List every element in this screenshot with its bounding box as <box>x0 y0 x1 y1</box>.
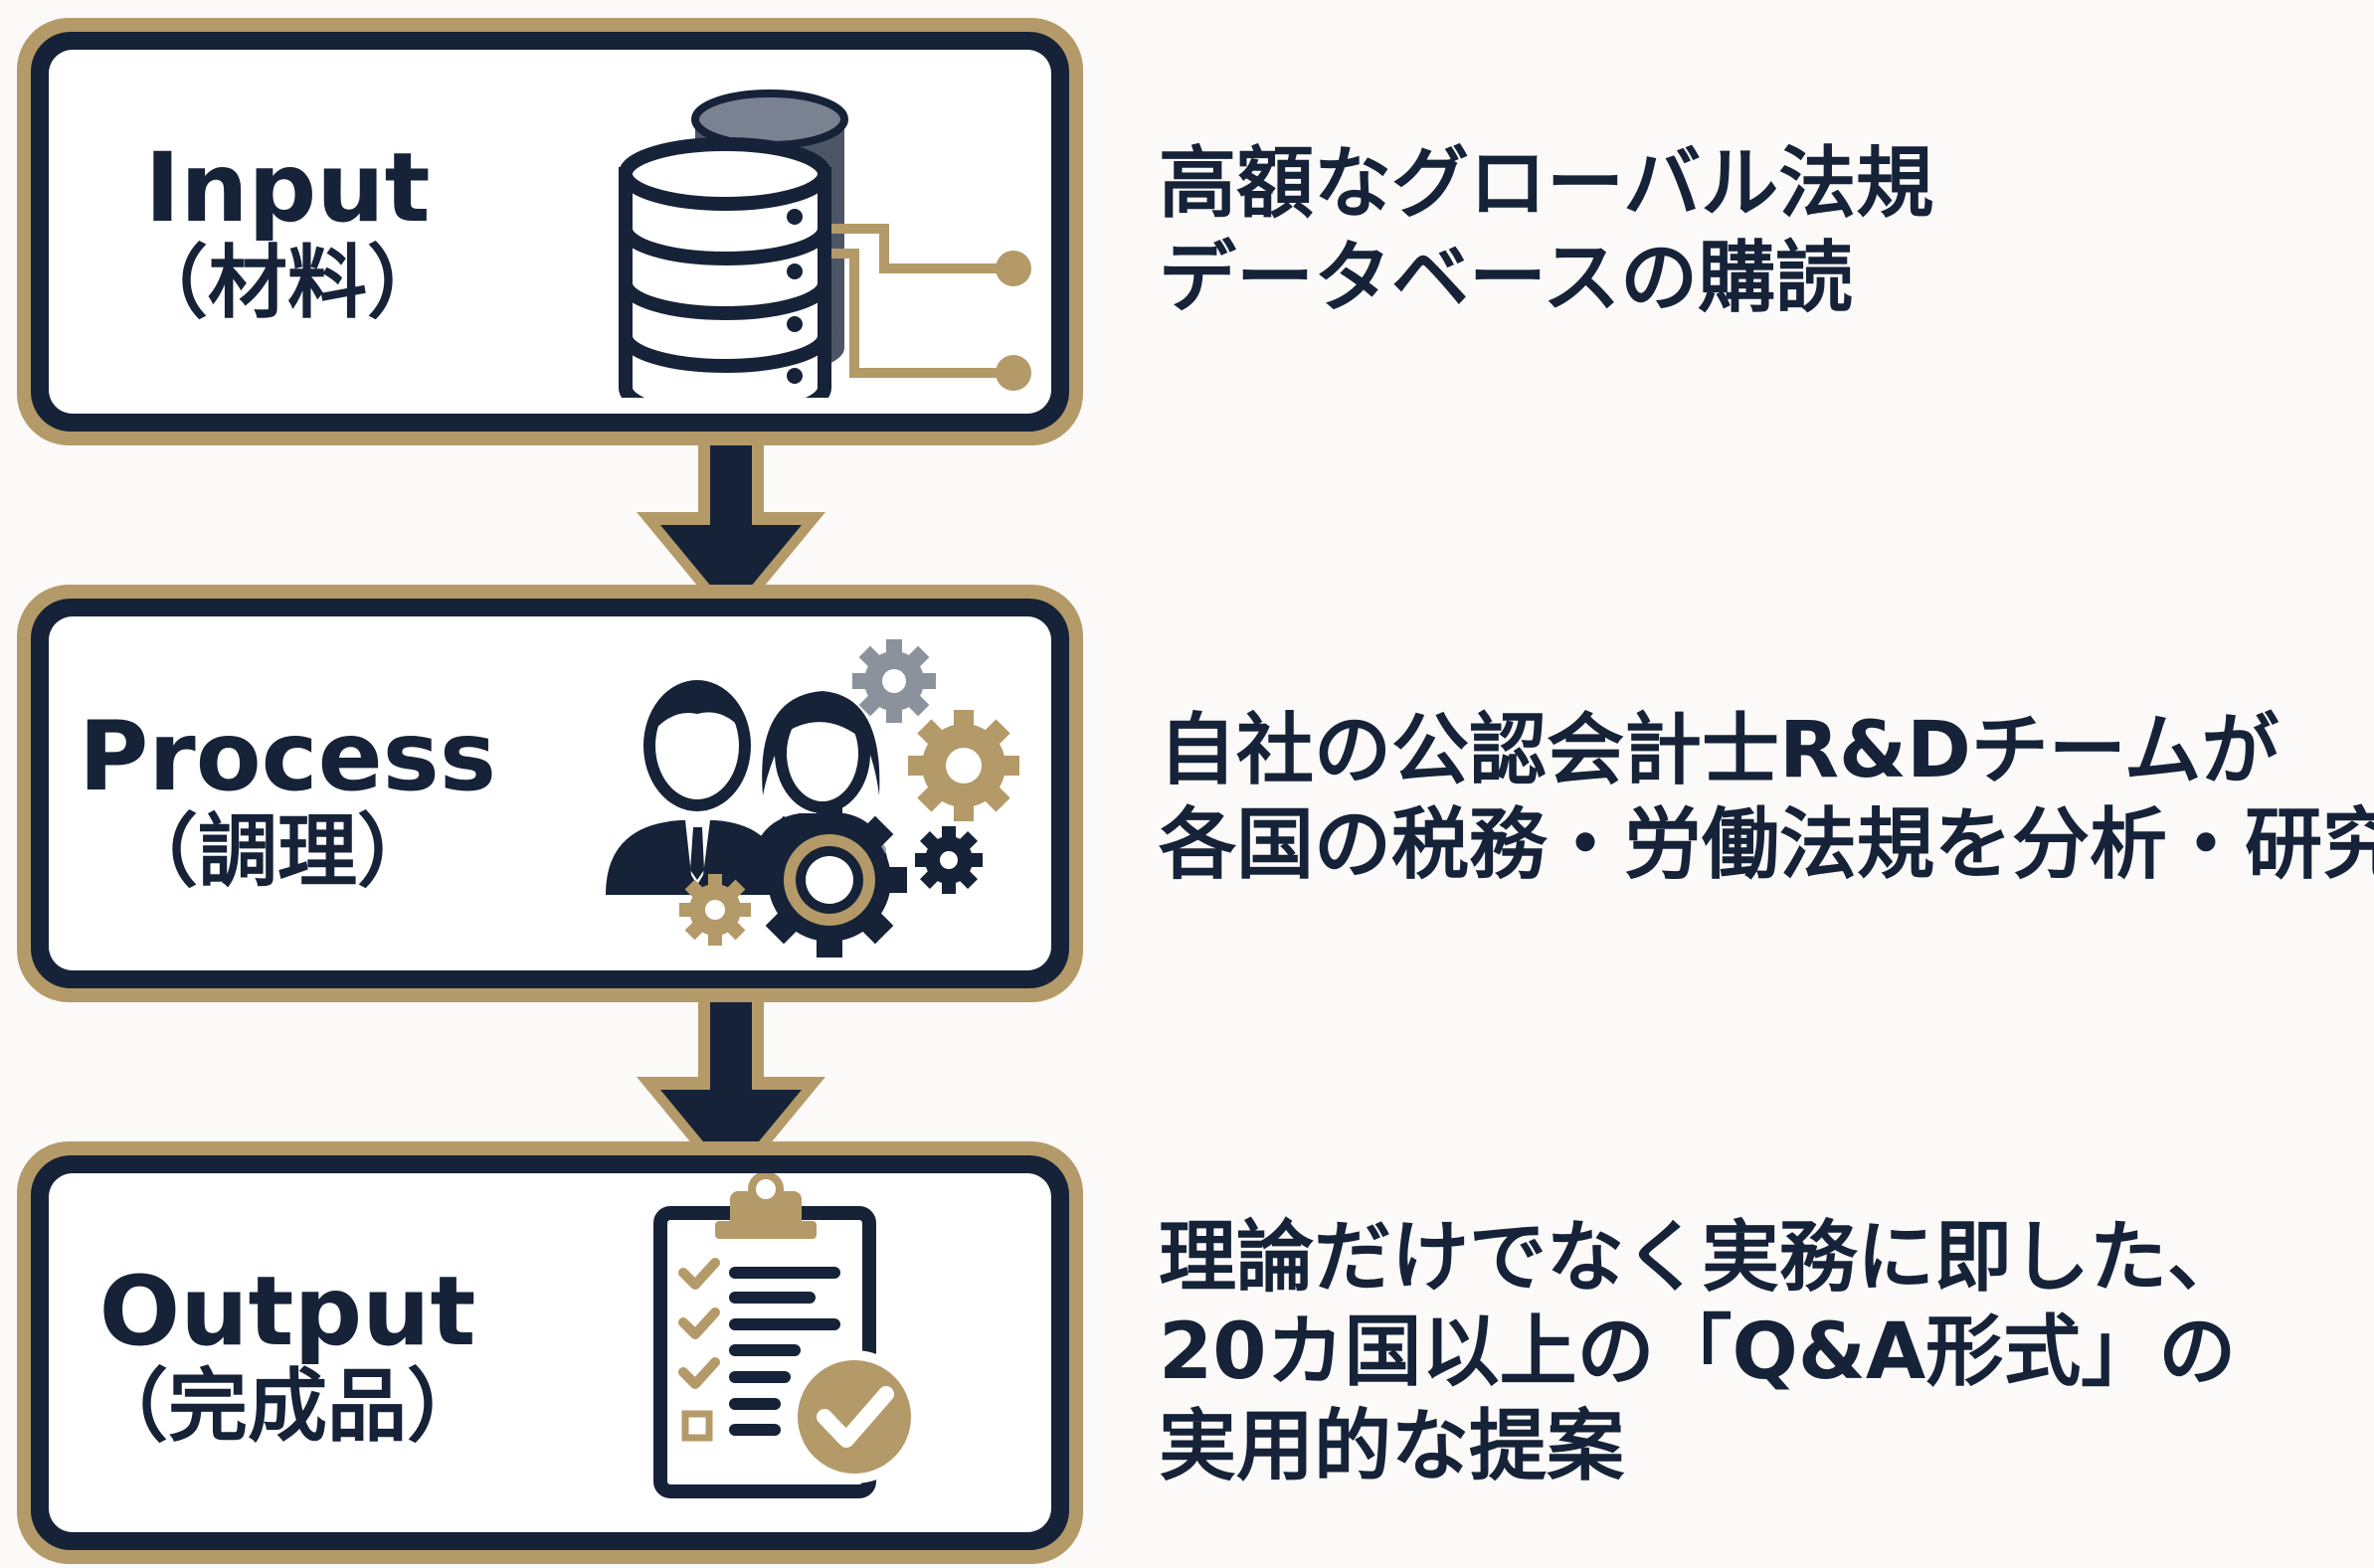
team-gears-icon <box>606 639 1019 958</box>
gear-small-gold-icon <box>679 874 751 946</box>
step-label-ja: （材料） <box>128 236 447 329</box>
arrow-process-to-output <box>637 962 825 1191</box>
step-input-description: 高額なグローバル法規 データベースの購読 <box>1159 137 1933 326</box>
description-line: 実用的な提案 <box>1159 1402 1625 1492</box>
gear-large-icon <box>752 802 907 958</box>
description-line: 自社の公認会計士R&Dチームが <box>1159 706 2280 795</box>
step-process-box: Process （調理） <box>17 585 1083 1002</box>
step-output-box: Output （完成品） <box>17 1141 1083 1564</box>
person-man-icon <box>606 680 785 895</box>
database-icon <box>619 89 1031 398</box>
description-line: 各国の税務・労働法規を分析・研究 <box>1159 800 2374 891</box>
clipboard-check-icon <box>653 1173 921 1498</box>
step-process-description: 自社の公認会計士R&Dチームが 各国の税務・労働法規を分析・研究 <box>1159 704 2374 893</box>
gear-small-navy-icon <box>915 826 983 894</box>
step-process-label: Process （調理） <box>79 701 496 898</box>
description-line: データベースの購読 <box>1159 234 1854 324</box>
arrow-input-to-process <box>637 398 825 626</box>
description-line: 高額なグローバル法規 <box>1159 139 1934 229</box>
step-label-en: Process <box>79 701 496 812</box>
step-label-ja: （調理） <box>118 804 437 898</box>
step-label-en: Input <box>144 132 431 244</box>
step-output-description: 理論だけでなく実務に即した、 20カ国以上の「Q&A形式」の 実用的な提案 <box>1159 1211 2245 1494</box>
step-output-label: Output （完成品） <box>89 1256 486 1453</box>
description-line: 20カ国以上の「Q&A形式」の <box>1159 1307 2237 1398</box>
gear-small-gray-icon <box>852 639 936 723</box>
gear-gold-icon <box>908 710 1019 821</box>
step-label-ja: （完成品） <box>89 1359 486 1453</box>
step-input-box: Input （材料） <box>17 18 1083 445</box>
step-label-en: Output <box>98 1256 476 1367</box>
description-line: 理論だけでなく実務に即した、 <box>1159 1213 2246 1303</box>
step-input-label: Input （材料） <box>118 132 457 329</box>
